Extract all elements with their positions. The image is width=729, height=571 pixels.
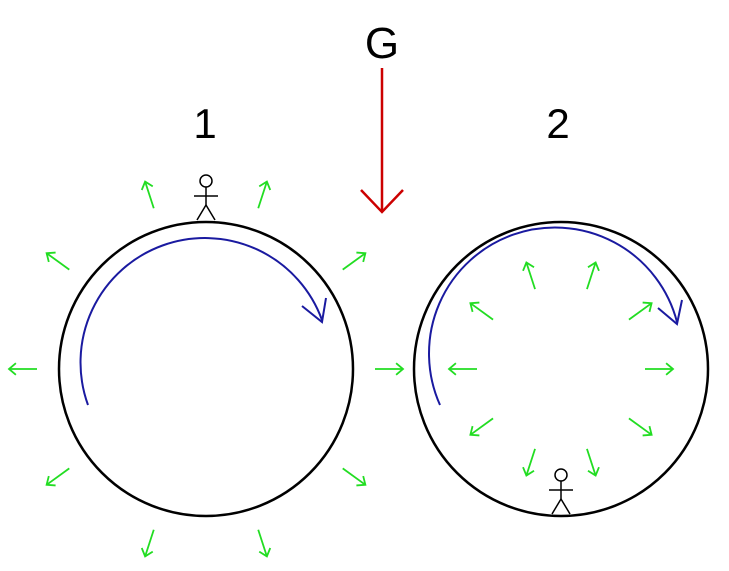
station-1 xyxy=(7,174,405,558)
station-1-force-arrow-icon xyxy=(140,180,155,209)
station-1-force-arrow-icon xyxy=(342,251,367,271)
station-1-force-arrow-icon xyxy=(257,529,272,558)
station-1-person-icon xyxy=(194,174,218,221)
station-1-force-arrow-icon xyxy=(257,180,272,209)
station-2-ring xyxy=(412,220,710,518)
station-2-force-arrow-icon xyxy=(628,301,653,321)
gravity-arrow-icon xyxy=(360,68,404,214)
station-2-person-icon xyxy=(549,468,573,515)
station-2-label: 2 xyxy=(546,100,569,147)
station-2-force-arrow-icon xyxy=(447,362,477,376)
station-2-force-arrow-icon xyxy=(522,448,536,477)
station-2-force-arrow-icon xyxy=(586,448,600,477)
station-1-force-arrow-icon xyxy=(45,467,70,487)
station-2-force-arrow-icon xyxy=(586,261,600,290)
station-2-force-arrow-icon xyxy=(522,261,536,290)
station-1-force-arrows xyxy=(7,180,405,558)
station-1-force-arrow-icon xyxy=(375,362,405,376)
station-2-force-arrows xyxy=(447,261,675,477)
station-1-force-arrow-icon xyxy=(7,362,37,376)
station-1-force-arrow-icon xyxy=(140,529,155,558)
station-2-force-arrow-icon xyxy=(645,362,675,376)
station-2-force-arrow-icon xyxy=(628,417,653,437)
station-1-force-arrow-icon xyxy=(342,467,367,487)
gravity-label: G xyxy=(365,19,399,68)
station-1-rotation-arrow-icon xyxy=(79,237,327,406)
station-1-force-arrow-icon xyxy=(45,251,70,271)
station-1-ring xyxy=(57,220,355,518)
station-2 xyxy=(412,220,710,518)
station-2-force-arrow-icon xyxy=(469,417,494,437)
station-2-force-arrow-icon xyxy=(469,301,494,321)
station-2-rotation-arrow-icon xyxy=(428,226,683,406)
station-1-label: 1 xyxy=(193,100,216,147)
